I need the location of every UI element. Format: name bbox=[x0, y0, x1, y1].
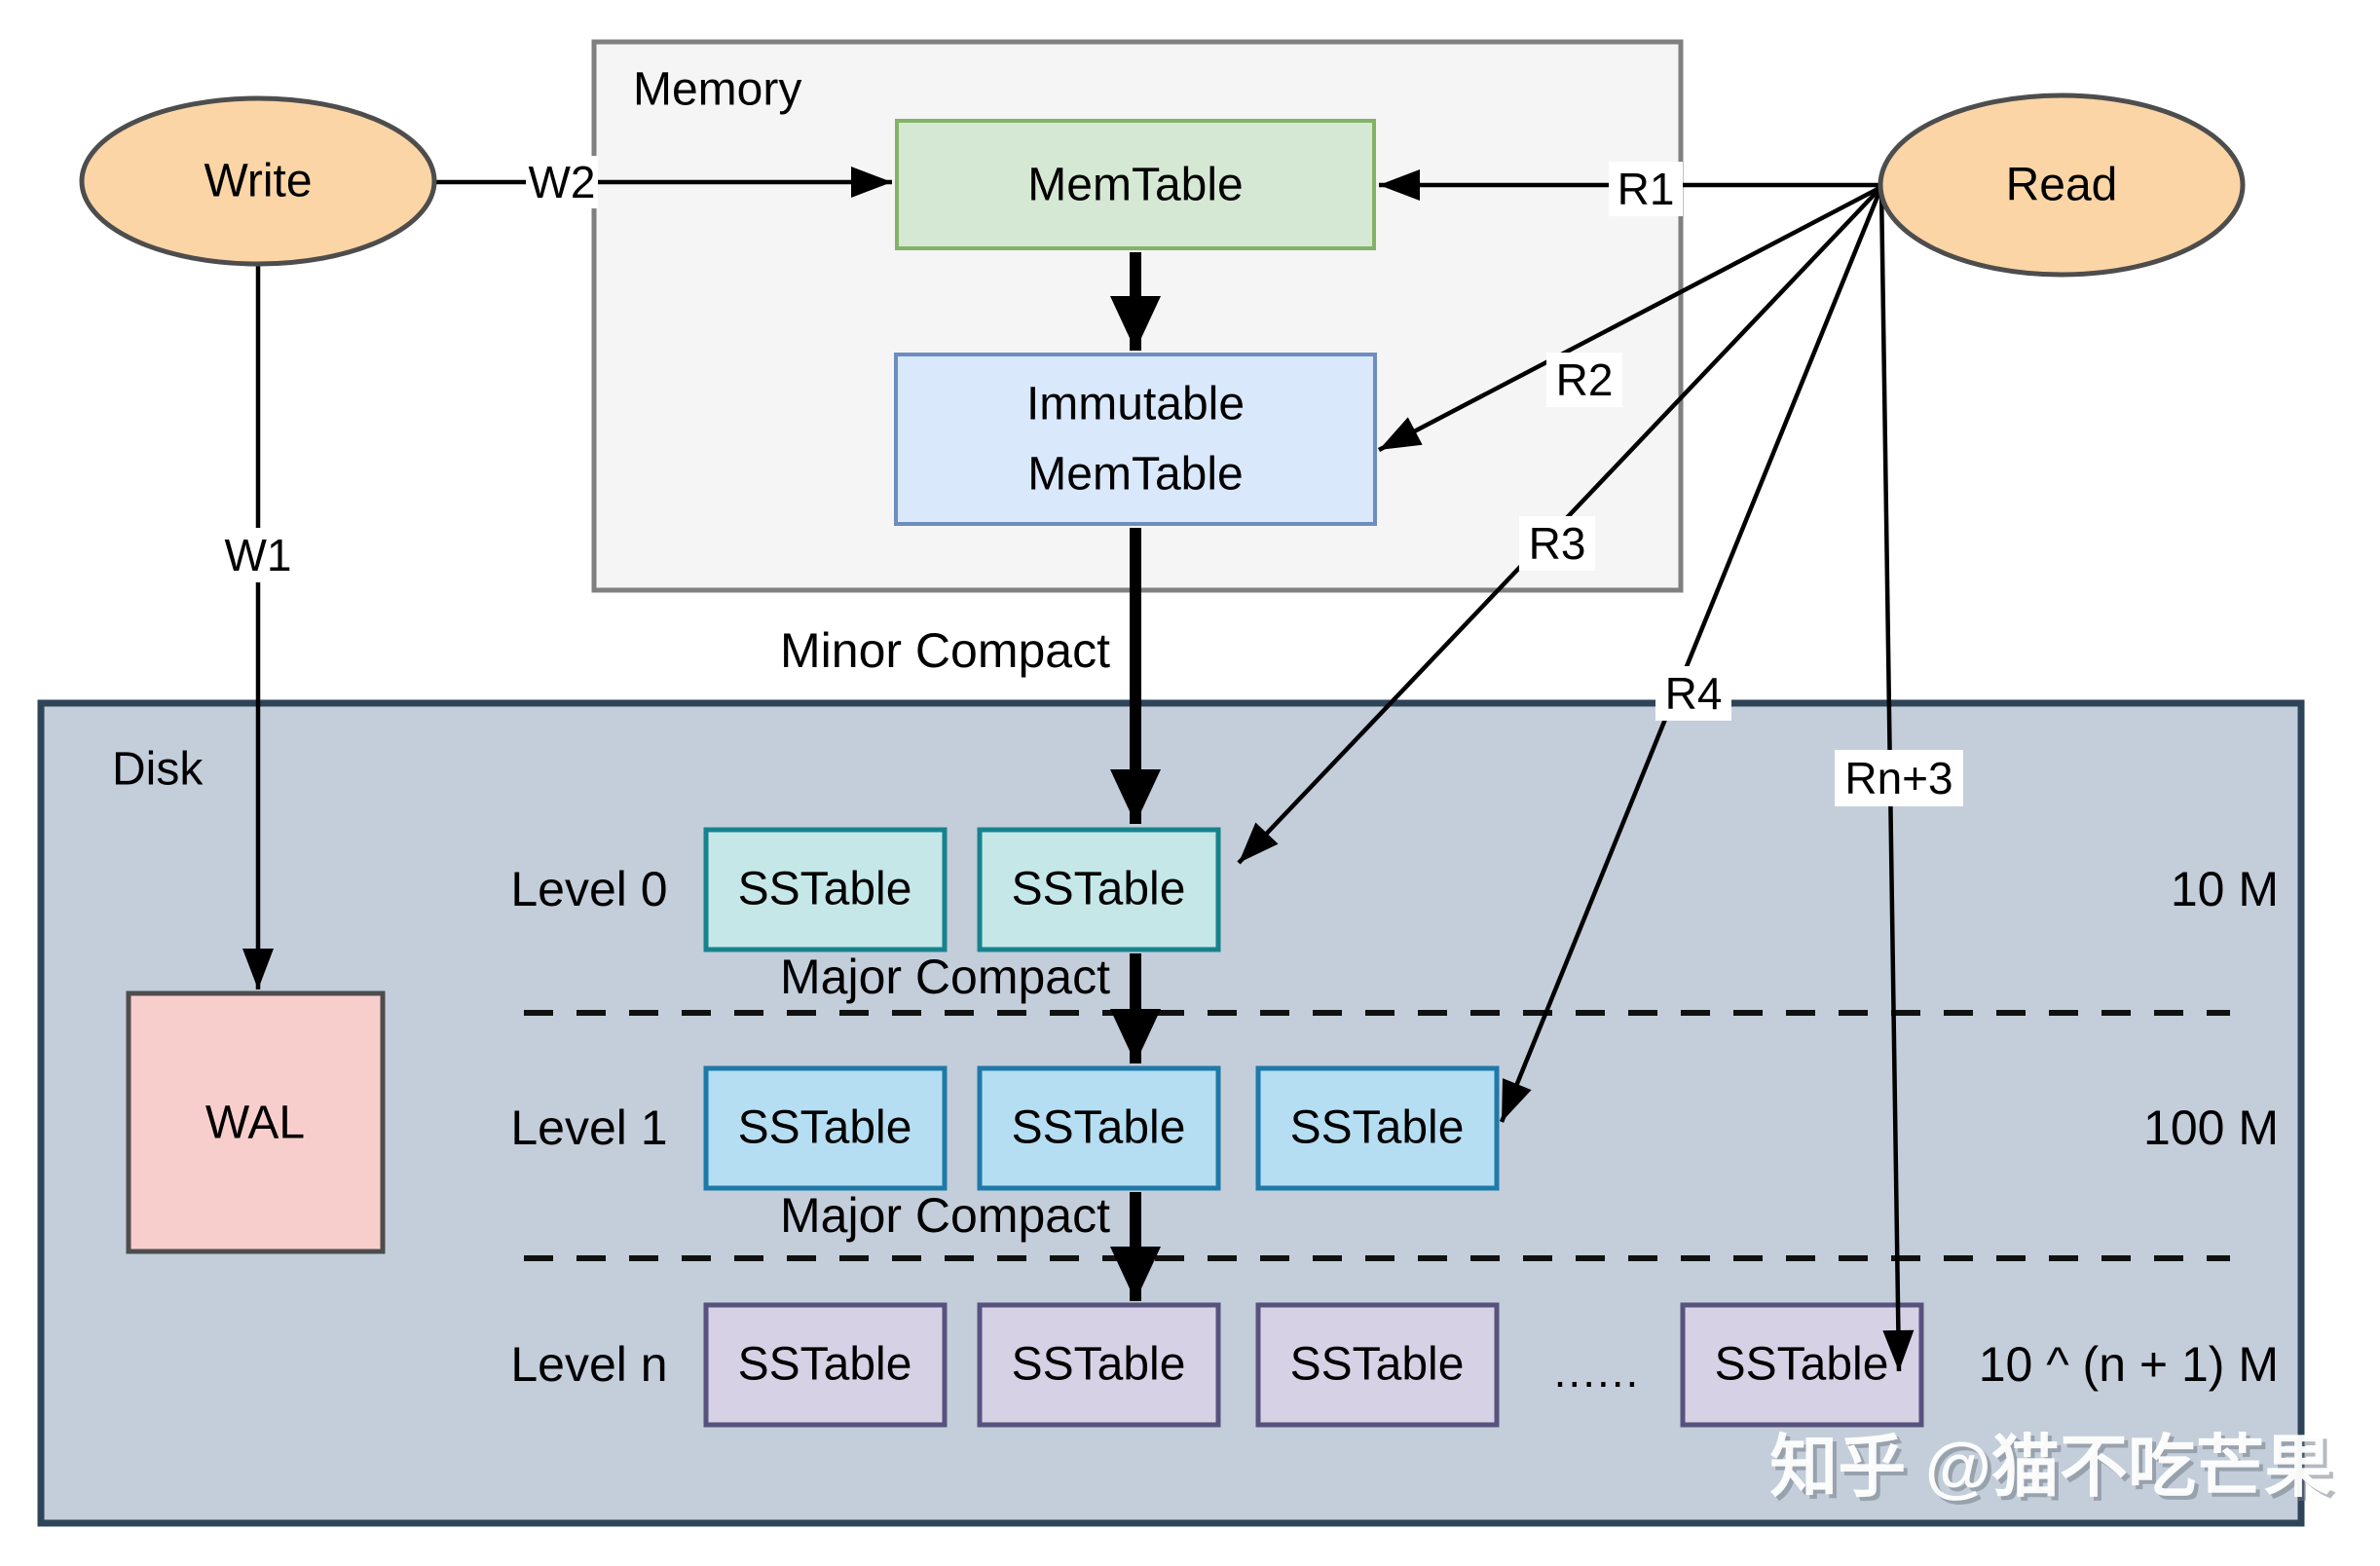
level-0-label: Level 0 bbox=[510, 862, 667, 916]
r1-label-chip bbox=[1609, 162, 1683, 216]
sstable-ln-1 bbox=[703, 1302, 948, 1428]
sstable-ln-2-label: SSTable bbox=[1012, 1339, 1186, 1391]
sstable-ln-3-label: SSTable bbox=[1290, 1339, 1465, 1391]
read-actor bbox=[1878, 93, 2246, 278]
r3-label: R3 bbox=[1529, 518, 1586, 569]
minor-compact-label: Minor Compact bbox=[780, 623, 1110, 678]
write-actor bbox=[79, 95, 437, 267]
read-actor-label: Read bbox=[2006, 160, 2118, 211]
sstable-l1-2-label: SSTable bbox=[1012, 1102, 1186, 1154]
level-1-size: 100 M bbox=[2143, 1100, 2279, 1155]
r2-label: R2 bbox=[1556, 354, 1614, 405]
memtable-node bbox=[895, 119, 1376, 250]
rn3-label-chip bbox=[1835, 750, 1963, 806]
wal-label: WAL bbox=[205, 1098, 305, 1149]
memory-region-label: Memory bbox=[633, 64, 801, 116]
write-actor-label: Write bbox=[204, 156, 312, 207]
w1-label-chip bbox=[224, 528, 292, 582]
r1-label: R1 bbox=[1618, 164, 1675, 214]
read-to-immutable-edge bbox=[1377, 185, 1883, 452]
r4-label: R4 bbox=[1665, 668, 1723, 719]
r2-label-chip bbox=[1546, 353, 1622, 407]
sstable-ln-2 bbox=[977, 1302, 1221, 1428]
disk-region-label: Disk bbox=[112, 744, 204, 796]
watermark-shadow: 知乎 @猫不吃芒果 bbox=[1773, 1433, 2336, 1509]
immutable-memtable-label-line1: Immutable bbox=[1026, 379, 1245, 430]
level-n-size: 10 ^ (n + 1) M bbox=[1979, 1337, 2279, 1392]
sstable-ellipsis: ...... bbox=[1554, 1346, 1641, 1397]
rn3-label: Rn+3 bbox=[1844, 753, 1952, 803]
wal-node bbox=[126, 990, 386, 1254]
memtable-label: MemTable bbox=[1027, 160, 1243, 211]
sstable-ln-1-label: SSTable bbox=[738, 1339, 912, 1391]
sstable-l1-3-label: SSTable bbox=[1290, 1102, 1465, 1154]
w2-label: W2 bbox=[529, 157, 596, 207]
w1-label: W1 bbox=[225, 530, 292, 580]
sstable-l1-1-label: SSTable bbox=[738, 1102, 912, 1154]
sstable-l0-1-label: SSTable bbox=[738, 864, 912, 915]
level-1-label: Level 1 bbox=[510, 1100, 667, 1155]
r3-label-chip bbox=[1519, 516, 1595, 571]
r4-label-chip bbox=[1655, 666, 1731, 721]
sstable-l1-1 bbox=[703, 1065, 948, 1191]
immutable-memtable-node bbox=[894, 353, 1377, 526]
sstable-l1-2 bbox=[977, 1065, 1221, 1191]
w2-label-chip bbox=[526, 156, 598, 208]
sstable-l0-2 bbox=[977, 827, 1221, 952]
sstable-l1-3 bbox=[1255, 1065, 1500, 1191]
sstable-ln-4 bbox=[1680, 1302, 1924, 1428]
sstable-l0-2-label: SSTable bbox=[1012, 864, 1186, 915]
major-compact-label-0-1: Major Compact bbox=[780, 950, 1110, 1004]
level-0-size: 10 M bbox=[2171, 862, 2279, 916]
read-to-level1-edge bbox=[1499, 186, 1884, 1123]
level-n-label: Level n bbox=[510, 1337, 667, 1392]
immutable-memtable-label-line2: MemTable bbox=[1027, 449, 1243, 501]
major-compact-label-1-n: Major Compact bbox=[780, 1188, 1110, 1243]
sstable-l0-1 bbox=[703, 827, 948, 952]
watermark: 知乎 @猫不吃芒果 bbox=[1769, 1429, 2332, 1505]
sstable-ln-3 bbox=[1255, 1302, 1500, 1428]
sstable-ln-4-label: SSTable bbox=[1715, 1339, 1889, 1391]
